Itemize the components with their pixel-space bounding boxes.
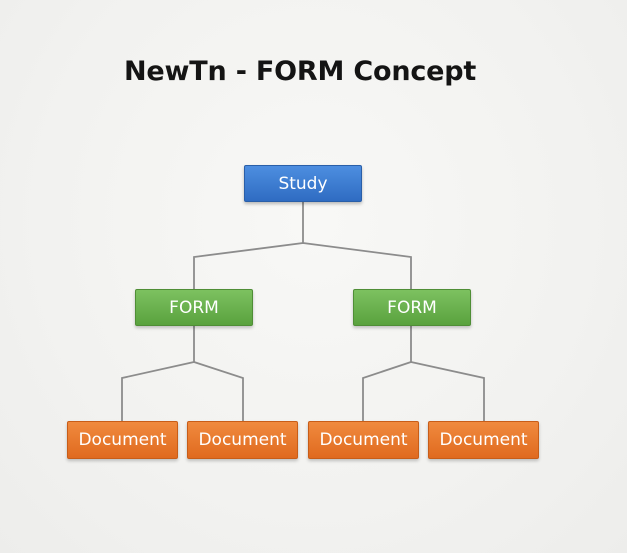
document-node-3: Document <box>308 421 419 459</box>
document-node-4: Document <box>428 421 539 459</box>
connector-form-left-doc-1 <box>121 361 195 422</box>
connector-form-left-doc-2 <box>193 361 244 422</box>
document-node-2: Document <box>187 421 298 459</box>
diagram-title: NewTn - FORM Concept <box>124 56 477 87</box>
form-node-left: FORM <box>135 289 253 326</box>
connector-study-form-left <box>193 242 304 290</box>
form-node-right: FORM <box>353 289 471 326</box>
document-node-1: Document <box>67 421 178 459</box>
connector-form-right-doc-1 <box>362 361 412 422</box>
study-node: Study <box>244 165 362 202</box>
connector-study-form-right <box>302 242 412 290</box>
connector-form-right-doc-2 <box>410 361 485 422</box>
